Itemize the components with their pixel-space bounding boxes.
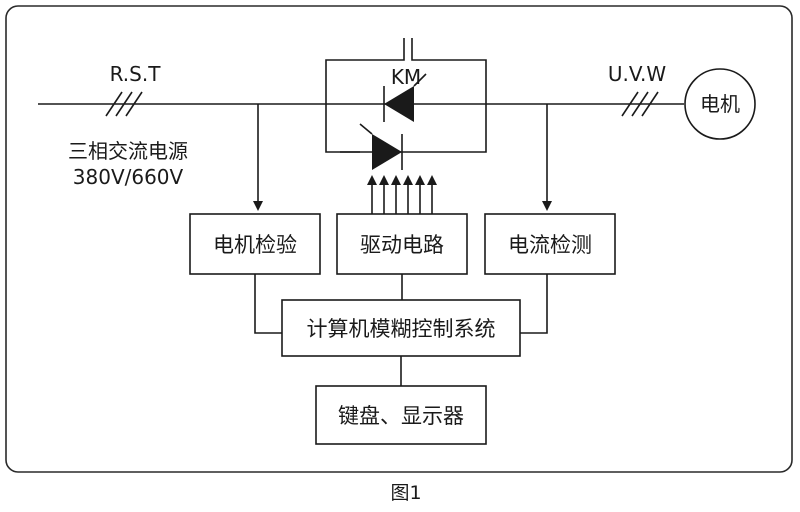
current-detect-block bbox=[484, 213, 616, 275]
output-phase-label: U.V.W bbox=[608, 62, 666, 86]
thyristor-upper-icon bbox=[384, 86, 414, 122]
drive-signal-arrows bbox=[367, 175, 437, 214]
output-phase-marks bbox=[621, 91, 659, 117]
power-source-label: 三相交流电源 bbox=[68, 139, 188, 163]
power-voltage-label: 380V/660V bbox=[73, 165, 184, 189]
km-switch bbox=[325, 38, 487, 170]
thyristor-lower-icon bbox=[372, 134, 402, 170]
figure-caption: 图1 bbox=[390, 482, 421, 504]
controller-block bbox=[281, 299, 521, 357]
motor-label: 电机 bbox=[700, 92, 740, 116]
motor-circle bbox=[684, 68, 756, 140]
controller-label: 计算机模糊控制系统 bbox=[307, 317, 496, 341]
motor-check-block bbox=[189, 213, 321, 275]
motor-check-label: 电机检验 bbox=[213, 233, 297, 257]
drive-circuit-label: 驱动电路 bbox=[360, 233, 444, 257]
input-phase-label: R.S.T bbox=[110, 62, 162, 86]
current-detect-label: 电流检测 bbox=[508, 233, 592, 257]
input-phase-marks bbox=[105, 91, 143, 117]
keyboard-display-block bbox=[315, 385, 487, 445]
km-bracket bbox=[325, 38, 487, 153]
outer-frame bbox=[5, 5, 793, 473]
km-label: KM bbox=[391, 65, 421, 89]
keyboard-display-label: 键盘、显示器 bbox=[338, 404, 464, 428]
current-detect-to-controller bbox=[520, 274, 548, 334]
drive-circuit-block bbox=[336, 213, 468, 275]
motor-check-to-controller bbox=[254, 274, 282, 334]
